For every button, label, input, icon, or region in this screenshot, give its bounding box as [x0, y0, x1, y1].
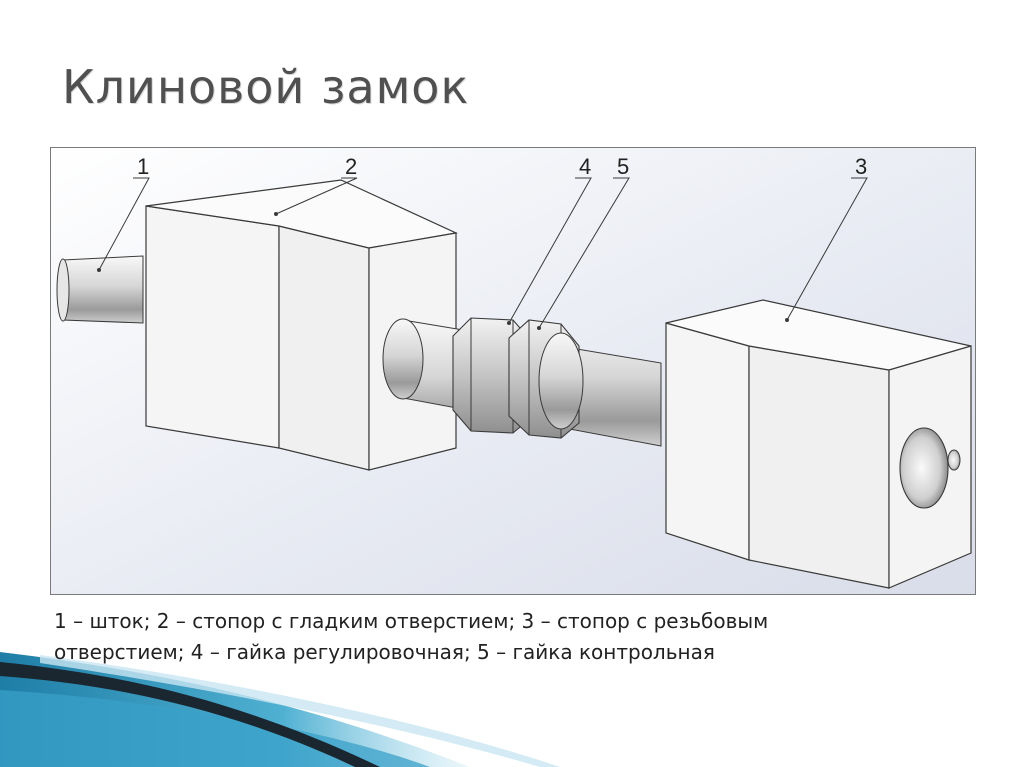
callout-2: 2: [345, 154, 357, 179]
slide-title: Клиновой замок: [62, 60, 470, 114]
callout-1: 1: [137, 154, 149, 179]
stop-part-2: [145, 179, 459, 471]
callout-3: 3: [855, 154, 867, 179]
figure-caption: 1 – шток; 2 – стопор с гладким отверстие…: [54, 606, 994, 668]
callout-4: 4: [579, 154, 591, 179]
wedge-lock-drawing: 1 2 4 5 3: [51, 148, 975, 594]
stop-part-3: [665, 299, 972, 589]
rod-part-1: [56, 255, 144, 324]
callout-leaders: [97, 177, 868, 330]
wedge-lock-figure: 1 2 4 5 3: [50, 147, 976, 595]
callout-5: 5: [617, 154, 629, 179]
caption-line-2: отверстием; 4 – гайка регулировочная; 5 …: [54, 640, 715, 664]
lock-nut-part-5: [508, 319, 584, 439]
caption-line-1: 1 – шток; 2 – стопор с гладким отверстие…: [54, 609, 769, 633]
